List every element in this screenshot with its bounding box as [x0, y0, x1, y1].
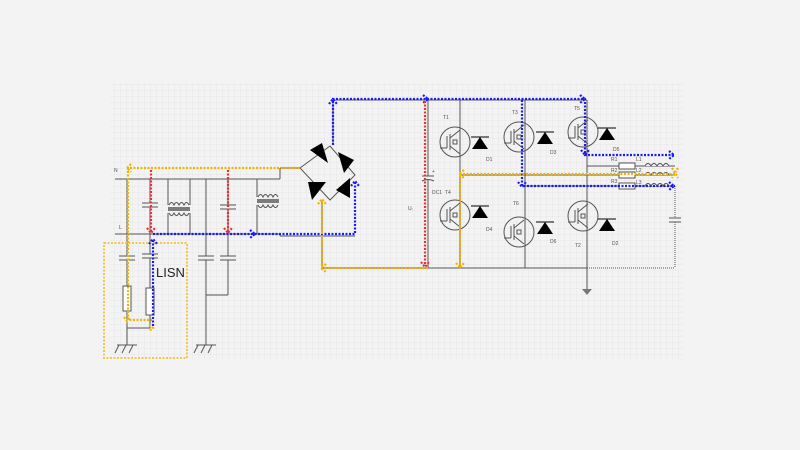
- dm-path-dc-plus: [331, 97, 675, 157]
- r2-label: R2: [611, 168, 618, 174]
- t5-label: T5: [574, 106, 580, 112]
- d2-label: D2: [612, 241, 619, 247]
- common-mode-return-path: [126, 166, 300, 322]
- l1-label: L1: [636, 157, 642, 163]
- r1-label: R1: [611, 157, 618, 163]
- t6-label: T6: [513, 201, 519, 207]
- t1-label: T1: [443, 115, 449, 121]
- l2-label: L2: [636, 168, 642, 174]
- line-label: L: [119, 225, 122, 231]
- r3-label: R3: [611, 179, 618, 185]
- lisn-label: LISN: [156, 265, 185, 280]
- dc-plus-label: +: [432, 169, 435, 175]
- current-paths: [123, 94, 679, 332]
- dm-path-line: [153, 182, 357, 236]
- d5-label: D5: [613, 147, 620, 153]
- emi-filter: [115, 167, 355, 354]
- ground-arrow-icon: [582, 289, 592, 295]
- t4-label: T4: [445, 190, 451, 196]
- dc-voltage-label: Uᵢ: [408, 206, 413, 212]
- d4-label: D4: [486, 227, 493, 233]
- neutral-label: N: [114, 168, 118, 174]
- d1-label: D1: [486, 157, 493, 163]
- d3-label: D3: [550, 150, 557, 156]
- bridge-rectifier: [299, 100, 356, 268]
- dc-capacitor-label: DC1: [432, 190, 442, 196]
- t2-label: T2: [575, 243, 581, 249]
- l3-label: L3: [636, 180, 642, 186]
- d6-label: D6: [550, 239, 557, 245]
- t3-label: T3: [512, 110, 518, 116]
- lisn-boundary: [103, 242, 188, 359]
